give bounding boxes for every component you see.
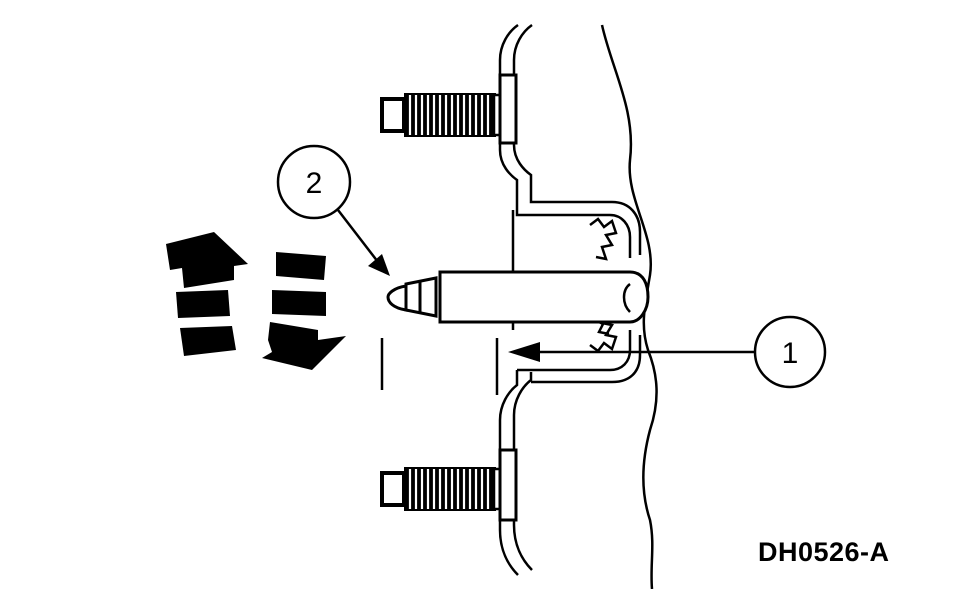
housing-casting-edge bbox=[600, 24, 658, 589]
movement-arrows bbox=[166, 232, 346, 370]
axle-shaft bbox=[438, 270, 650, 324]
figure-id: DH0526-A bbox=[758, 537, 890, 567]
callout-1: 1 bbox=[508, 315, 827, 389]
upper-lug-bolt bbox=[380, 73, 518, 145]
arrow-down-icon bbox=[262, 322, 346, 370]
arrow-up-icon bbox=[166, 232, 248, 288]
dash-bottom-left bbox=[180, 326, 236, 356]
lower-lug-bolt bbox=[380, 448, 518, 522]
shaft-nut bbox=[386, 276, 438, 318]
dash-mid-right bbox=[272, 290, 326, 316]
callout-1-number: 1 bbox=[782, 337, 799, 370]
flange-plate bbox=[498, 23, 642, 576]
callout-2: 2 bbox=[276, 144, 390, 276]
dash-top-right bbox=[276, 252, 326, 280]
dash-mid-left bbox=[176, 290, 230, 318]
callout-2-arrowhead bbox=[368, 254, 390, 276]
callout-2-number: 2 bbox=[306, 167, 323, 200]
callout-1-arrowhead bbox=[508, 342, 540, 362]
